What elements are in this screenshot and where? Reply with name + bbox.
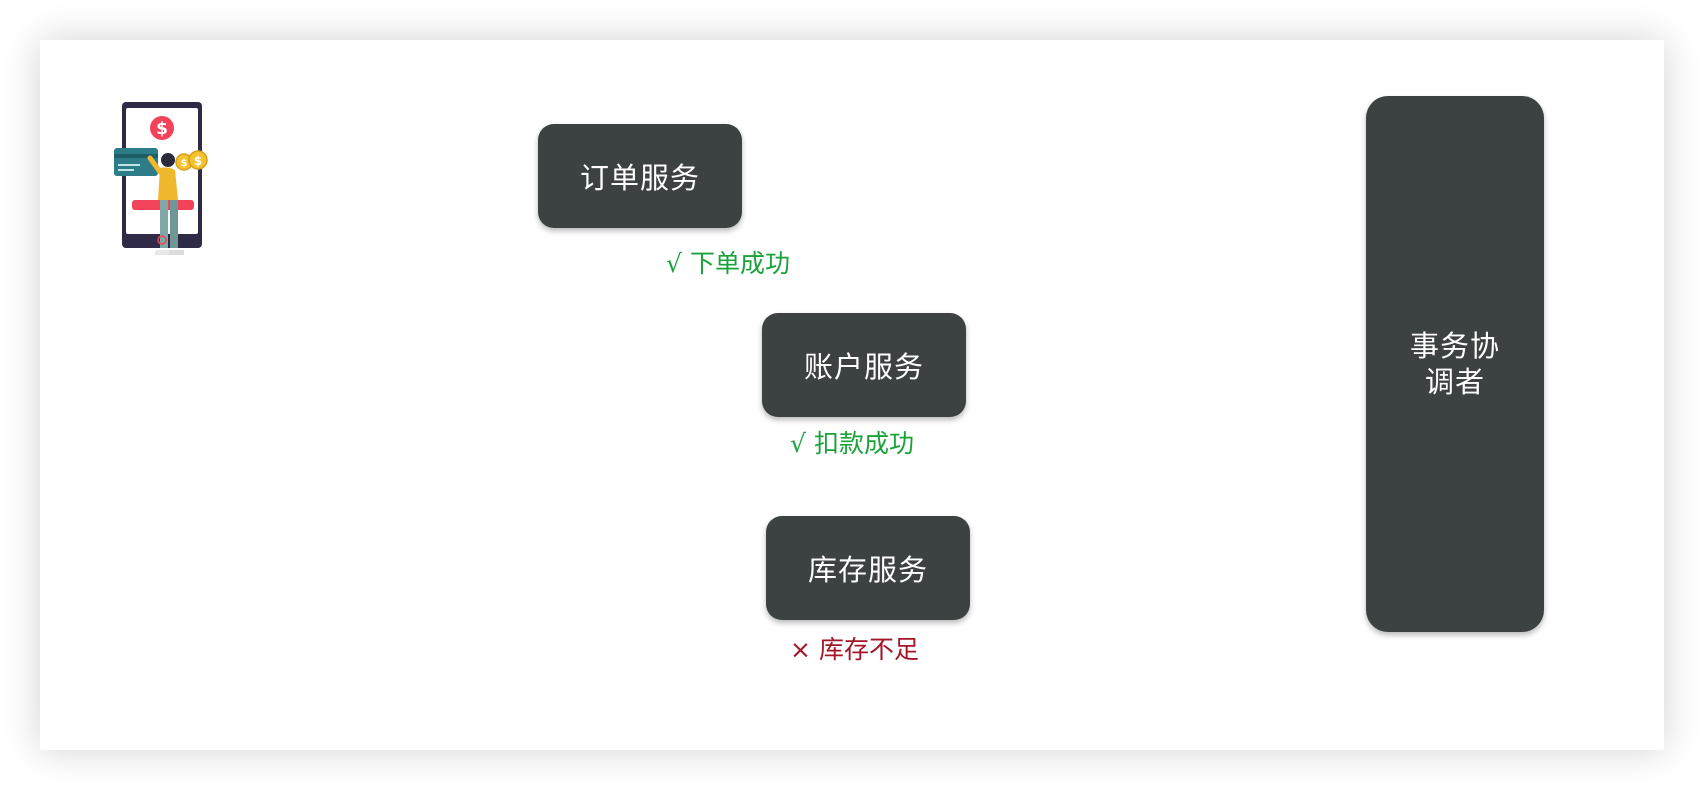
- inventory-status-text: 库存不足: [818, 635, 919, 664]
- account-status-text: 扣款成功: [813, 429, 914, 458]
- user-icon: $ $ $: [114, 102, 208, 255]
- svg-text:$: $: [181, 158, 188, 169]
- svg-text:$: $: [194, 154, 202, 168]
- inventory-status-label: ×库存不足: [790, 630, 919, 666]
- connection-layer: [220, 40, 1664, 750]
- order-status-text: 下单成功: [689, 249, 790, 278]
- order-status-label: √下单成功: [666, 244, 790, 280]
- transaction-coordinator-node: 事务协调者: [1366, 96, 1544, 632]
- account-service-label: 账户服务: [803, 350, 924, 384]
- order-service-label: 订单服务: [579, 161, 700, 195]
- inventory-service-label: 库存服务: [807, 553, 928, 587]
- inventory-service-node: 库存服务: [766, 516, 970, 620]
- check-icon: √: [790, 429, 806, 458]
- diagram-canvas: $ $ $ 订单服务 账户服务 库存服务 事务协调者 √下单成功 √扣款成功: [40, 40, 1664, 750]
- svg-text:$: $: [156, 119, 168, 139]
- account-status-label: √扣款成功: [790, 424, 914, 460]
- order-service-node: 订单服务: [538, 124, 742, 228]
- account-service-node: 账户服务: [762, 313, 966, 417]
- transaction-coordinator-label: 事务协调者: [1409, 329, 1500, 399]
- cross-icon: ×: [790, 635, 811, 664]
- check-icon: √: [666, 249, 682, 278]
